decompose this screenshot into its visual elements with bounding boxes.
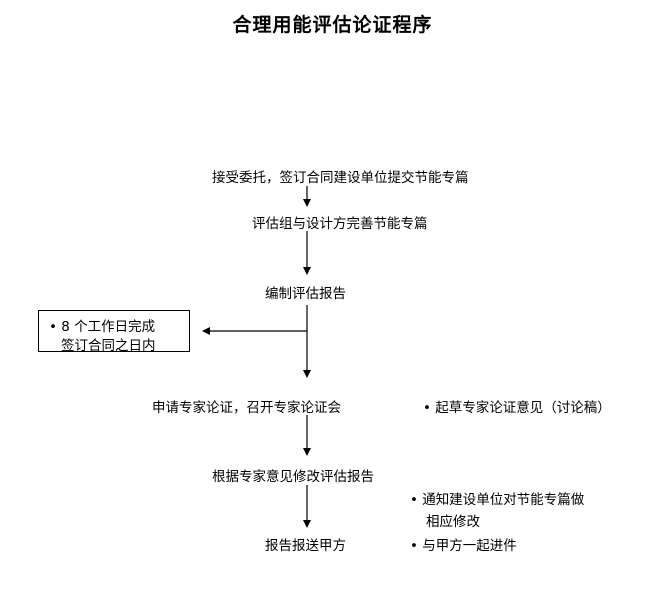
deadline-note-line2: 签订合同之日内 xyxy=(61,338,156,354)
page-title: 合理用能评估论证程序 xyxy=(232,14,433,36)
note-draft-opinion: • 起草专家论证意见（讨论稿） xyxy=(423,400,611,416)
step-refine-energy-chapter: 评估组与设计方完善节能专篇 xyxy=(252,216,428,232)
step-accept-commission: 接受委托，签订合同建设单位提交节能专篇 xyxy=(212,170,469,186)
note-notify-line2: 相应修改 xyxy=(426,514,480,530)
step-submit-report: 报告报送甲方 xyxy=(265,538,346,554)
note-notify-line1: • 通知建设单位对节能专篇做 xyxy=(410,492,585,508)
step-expert-review: 申请专家论证，召开专家论证会 xyxy=(152,400,341,416)
step-revise-report: 根据专家意见修改评估报告 xyxy=(212,469,374,485)
step-compile-report: 编制评估报告 xyxy=(265,286,346,302)
note-joint-submission: • 与甲方一起进件 xyxy=(410,538,517,554)
deadline-note-box: • 8 个工作日完成 签订合同之日内 xyxy=(38,310,190,354)
deadline-note-line1: • 8 个工作日完成 xyxy=(49,319,156,335)
